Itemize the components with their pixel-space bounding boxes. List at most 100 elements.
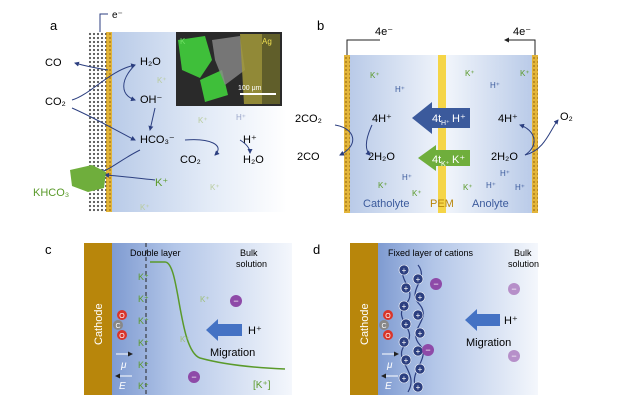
micrograph-inset: K Ag 100 μm	[176, 32, 282, 106]
anion-d-0	[430, 278, 442, 290]
co-label: 2CO	[297, 151, 320, 163]
cation-sign-d-2: +	[404, 284, 409, 293]
anion-d-1	[422, 344, 434, 356]
ion-b-3: H⁺	[490, 81, 500, 90]
anion-sign-d-2: −	[511, 284, 516, 294]
cation-d-5	[412, 309, 424, 321]
bulk-label-d: Bulk	[514, 248, 532, 258]
anion-d-2	[508, 283, 520, 295]
h2o-left-label: 2H₂O	[368, 151, 395, 163]
cation-d-13	[412, 381, 424, 393]
cation-sign-d-3: +	[418, 293, 423, 302]
anion-sign-d-3: −	[511, 351, 516, 361]
h-plus-label-d: H⁺	[504, 315, 518, 327]
panel-d-label: d	[313, 242, 320, 257]
ion-b-7: K⁺	[463, 183, 473, 192]
migration-arrow-d	[465, 309, 500, 331]
ion-b-4: K⁺	[520, 69, 530, 78]
o-atom-d-1: O	[385, 333, 391, 340]
c-atom-c: C	[115, 323, 120, 330]
k-flux-label: 4t	[432, 154, 441, 166]
anode-strip	[532, 55, 538, 213]
o2-arrow	[524, 119, 559, 156]
c-atom-d: C	[381, 323, 386, 330]
electrolyte-region-c	[112, 243, 292, 395]
k-ion-c-5: K⁺	[138, 381, 149, 391]
co-molecule-d: O C O	[379, 310, 393, 340]
electron-wire	[99, 13, 108, 32]
cation-d-10	[400, 354, 412, 366]
co-label: CO	[45, 57, 62, 69]
cation-sign-d-0: +	[402, 266, 407, 275]
cation-d-1	[412, 273, 424, 285]
k-ion-c-1: K⁺	[138, 294, 149, 304]
h-flux-arrow	[412, 102, 470, 134]
cation-sign-d-10: +	[404, 356, 409, 365]
k-flux-tail: K⁺	[452, 154, 465, 166]
catalyst-layer	[106, 32, 112, 212]
panel-d: d Cathode Fixed layer of cations Bulk so…	[313, 242, 539, 395]
pem-label: PEM	[430, 198, 454, 210]
o-atom-c-1: O	[119, 333, 125, 340]
panel-c: c Cathode Double layer Bulk solution [K⁺…	[45, 242, 292, 395]
cation-sign-d-6: +	[404, 320, 409, 329]
co2-to-hco3-arrow	[71, 107, 136, 141]
cation-sign-d-8: +	[402, 338, 407, 347]
co-molecule-c: O C O	[113, 310, 127, 340]
hco3-label: HCO₃⁻	[140, 134, 175, 146]
h-left-label: 4H⁺	[372, 113, 392, 125]
anolyte-region	[446, 55, 538, 213]
co2-label: CO₂	[45, 96, 66, 108]
e-label-c: E	[119, 381, 126, 392]
h2o-right-label: 2H₂O	[491, 151, 518, 163]
ion-b-9: K⁺	[412, 189, 422, 198]
h-flux-tail: H⁺	[452, 113, 466, 125]
e-right-label: 4e⁻	[513, 26, 531, 38]
anion-c-1	[188, 371, 200, 383]
cation-d-6	[400, 318, 412, 330]
panel-a-label: a	[50, 18, 58, 33]
k-ion-c-0: K⁺	[138, 272, 149, 282]
migration-label-d: Migration	[466, 337, 511, 349]
h-flux-label: 4t	[432, 113, 441, 125]
double-layer-label: Double layer	[130, 248, 181, 258]
e-label-d: E	[385, 381, 392, 392]
catholyte-region	[344, 55, 444, 213]
cathode-strip	[344, 55, 350, 213]
cation-d-4	[398, 300, 410, 312]
ion-b-6: H⁺	[402, 173, 412, 182]
anion-d-3	[508, 350, 520, 362]
solution-label-d: solution	[508, 259, 539, 269]
mu-label-d: μ	[386, 360, 393, 371]
h2o-product-label: H₂O	[243, 154, 264, 166]
anion-sign-c-1: −	[191, 372, 196, 382]
k-flux-arrow	[418, 145, 470, 171]
k-ion-c-6: K⁺	[180, 335, 190, 344]
h-right-label: 4H⁺	[498, 113, 518, 125]
wire-right	[504, 37, 536, 55]
co2-to-h2o-arrow	[71, 63, 136, 101]
panel-b: b 4e⁻ 4e⁻ 2CO₂ 2CO 4H⁺ 2H₂O 4H⁺ 2H₂O O₂ …	[295, 18, 573, 213]
oh-to-hco3-arrow	[148, 107, 156, 131]
ion-b-5: K⁺	[378, 181, 388, 190]
cation-sign-d-4: +	[402, 302, 407, 311]
cation-d-12	[398, 372, 410, 384]
catholyte-label: Catholyte	[363, 198, 409, 210]
h-plus-arrow	[239, 139, 253, 154]
ion-a-1: K⁺	[198, 116, 208, 125]
k-ion-c-3: K⁺	[138, 338, 149, 348]
panel-b-label: b	[317, 18, 324, 33]
k-flux-sub: K⁺	[441, 161, 450, 168]
h-plus-label-c: H⁺	[248, 325, 262, 337]
ion-a-2: H⁺	[236, 113, 246, 122]
anion-sign-d-0: −	[433, 279, 438, 289]
ion-b-10: H⁺	[500, 169, 510, 178]
wire-left	[346, 39, 380, 55]
k-conc-label: [K⁺]	[253, 380, 271, 391]
cation-d-2	[400, 282, 412, 294]
panel-a: a e⁻ CO CO₂ H₂O OH⁻ HCO₃⁻ CO₂ H₂O H⁺ K⁺ …	[33, 10, 287, 212]
pem-membrane	[438, 55, 446, 213]
o2-label: O₂	[560, 111, 573, 123]
k-ion-c-7: K⁺	[200, 295, 210, 304]
bulk-label-c: Bulk	[240, 248, 258, 258]
